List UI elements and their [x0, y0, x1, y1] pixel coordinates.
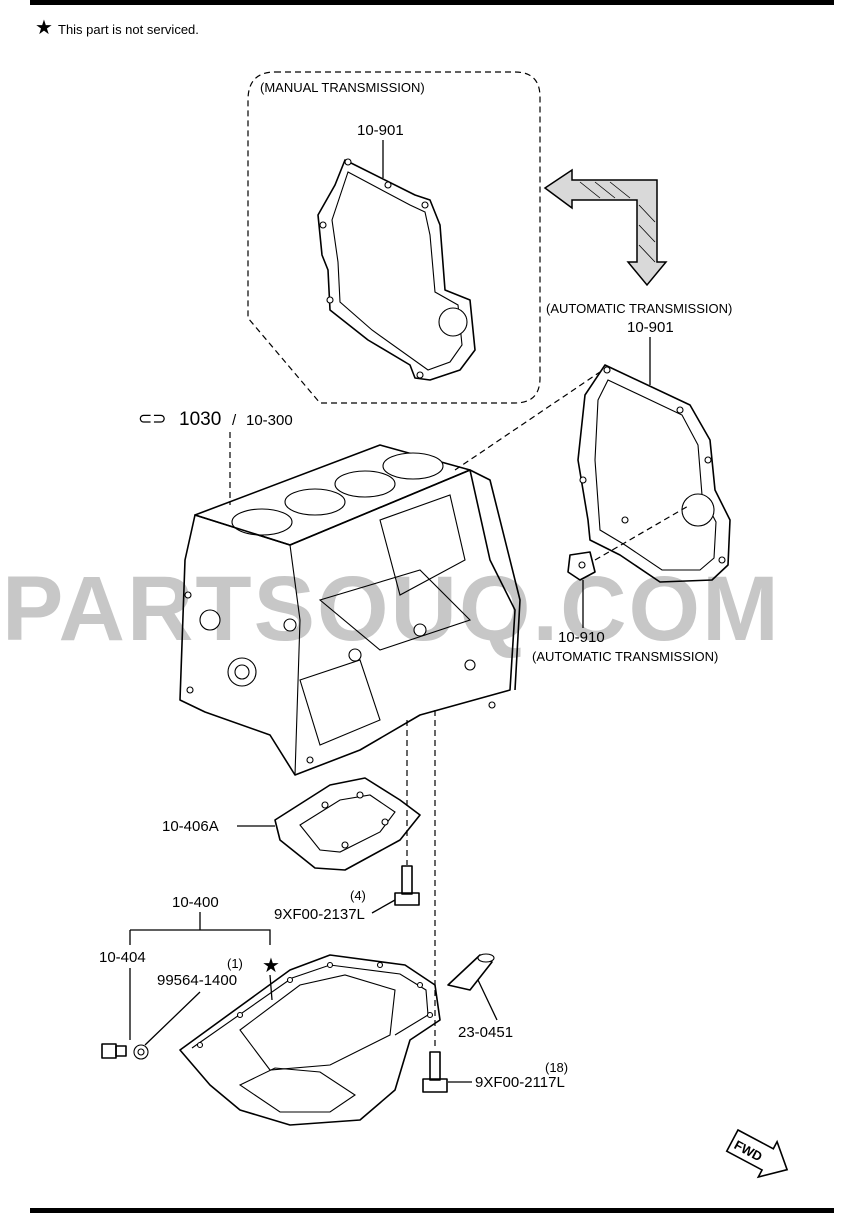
cylinder-bore-3	[334, 470, 396, 498]
star-leader	[269, 974, 273, 1001]
cylinder-bore-2	[284, 488, 346, 516]
block-main-label: 1030	[179, 409, 221, 430]
legend-note: This part is not serviced.	[58, 22, 199, 37]
auto-bracket-part	[567, 551, 596, 581]
watermark: PARTSOUQ.COM	[2, 558, 781, 660]
gasket-qty: (1)	[227, 956, 243, 971]
baffle-plate	[274, 777, 421, 871]
dipstick-label: 23-0451	[458, 1024, 513, 1041]
cylinder-bore-1	[231, 508, 293, 536]
auto-plate-label: 10-901	[627, 319, 674, 336]
oil-pan-group: 10-400 10-404 (1) 99564-1400 ★	[99, 894, 441, 1126]
baffle-label: 10-406A	[162, 818, 219, 835]
automatic-plate-group: (AUTOMATIC TRANSMISSION) 10-901 10-910 (…	[532, 301, 732, 664]
bolt-b-qty: (18)	[545, 1060, 568, 1075]
block-rib-3	[299, 659, 381, 746]
cylinder-bore-4	[382, 452, 444, 480]
block-kit-icon: ⊂⊃	[138, 409, 167, 428]
legend-star-icon: ★	[35, 17, 53, 39]
manual-plate-label: 10-901	[357, 122, 404, 139]
gasket-leader	[144, 991, 201, 1046]
manual-plate-inner	[331, 171, 463, 371]
block-sep: /	[232, 412, 237, 429]
bolt-a-leader	[371, 899, 396, 914]
manual-plate-bore	[438, 307, 468, 337]
bolt-b-label: 9XF00-2117L	[475, 1074, 565, 1091]
bolt-a-label: 9XF00-2137L	[274, 906, 365, 923]
manual-end-plate	[317, 159, 476, 381]
manual-box-outline	[247, 71, 541, 404]
dipstick-leader	[477, 979, 498, 1021]
block-edge	[289, 544, 301, 776]
not-serviced-star-icon: ★	[262, 955, 280, 977]
gasket-label: 99564-1400	[157, 972, 237, 989]
bolt-b-group: (18) 9XF00-2117L	[422, 1051, 568, 1093]
auto-title: (AUTOMATIC TRANSMISSION)	[546, 301, 732, 316]
block-rib-2	[318, 569, 472, 651]
manual-box-title: (MANUAL TRANSMISSION)	[260, 80, 425, 95]
bolt-a-group: (4) 9XF00-2137L	[274, 865, 420, 923]
manual-transmission-group: (MANUAL TRANSMISSION) 10-901	[247, 71, 541, 404]
auto-plate-bore	[681, 493, 715, 527]
bolt-a-head	[394, 892, 420, 906]
block-sub-label: 10-300	[246, 412, 293, 429]
bolt-a-shank	[401, 865, 413, 895]
auto-plate-guide	[454, 371, 601, 471]
oil-pan-bracket	[130, 929, 271, 945]
oil-pan-well	[239, 974, 396, 1071]
oil-pan-label: 10-400	[172, 894, 219, 911]
top-border	[30, 0, 834, 5]
auto-plate-inner	[594, 379, 717, 571]
block-rib-1	[379, 494, 466, 596]
block-body	[179, 469, 516, 776]
oil-pan-sump	[238, 1067, 356, 1113]
arrow-icon	[543, 168, 668, 287]
bolt-b-shank	[429, 1051, 441, 1081]
dipstick-tube-group: 23-0451	[447, 953, 513, 1041]
bolt-a-qty: (4)	[350, 888, 366, 903]
fwd-arrow-group: FWD	[725, 1128, 789, 1179]
oil-pan-body	[179, 954, 441, 1126]
drain-plug-part	[101, 1043, 117, 1059]
auto-bracket-title: (AUTOMATIC TRANSMISSION)	[532, 649, 718, 664]
transition-arrow	[543, 168, 668, 287]
bottom-border	[30, 1208, 834, 1213]
fwd-arrow-icon	[725, 1128, 789, 1179]
baffle-group: 10-406A	[162, 777, 421, 871]
dipstick-tube-part	[447, 954, 493, 991]
block-right-face	[469, 469, 521, 691]
auto-end-plate	[577, 364, 731, 583]
cylinder-block-group: ⊂⊃ 1030 / 10-300	[138, 409, 521, 776]
bolt-b-head	[422, 1078, 448, 1093]
auto-bracket-label: 10-910	[558, 629, 605, 646]
drain-plug-label: 10-404	[99, 949, 146, 966]
